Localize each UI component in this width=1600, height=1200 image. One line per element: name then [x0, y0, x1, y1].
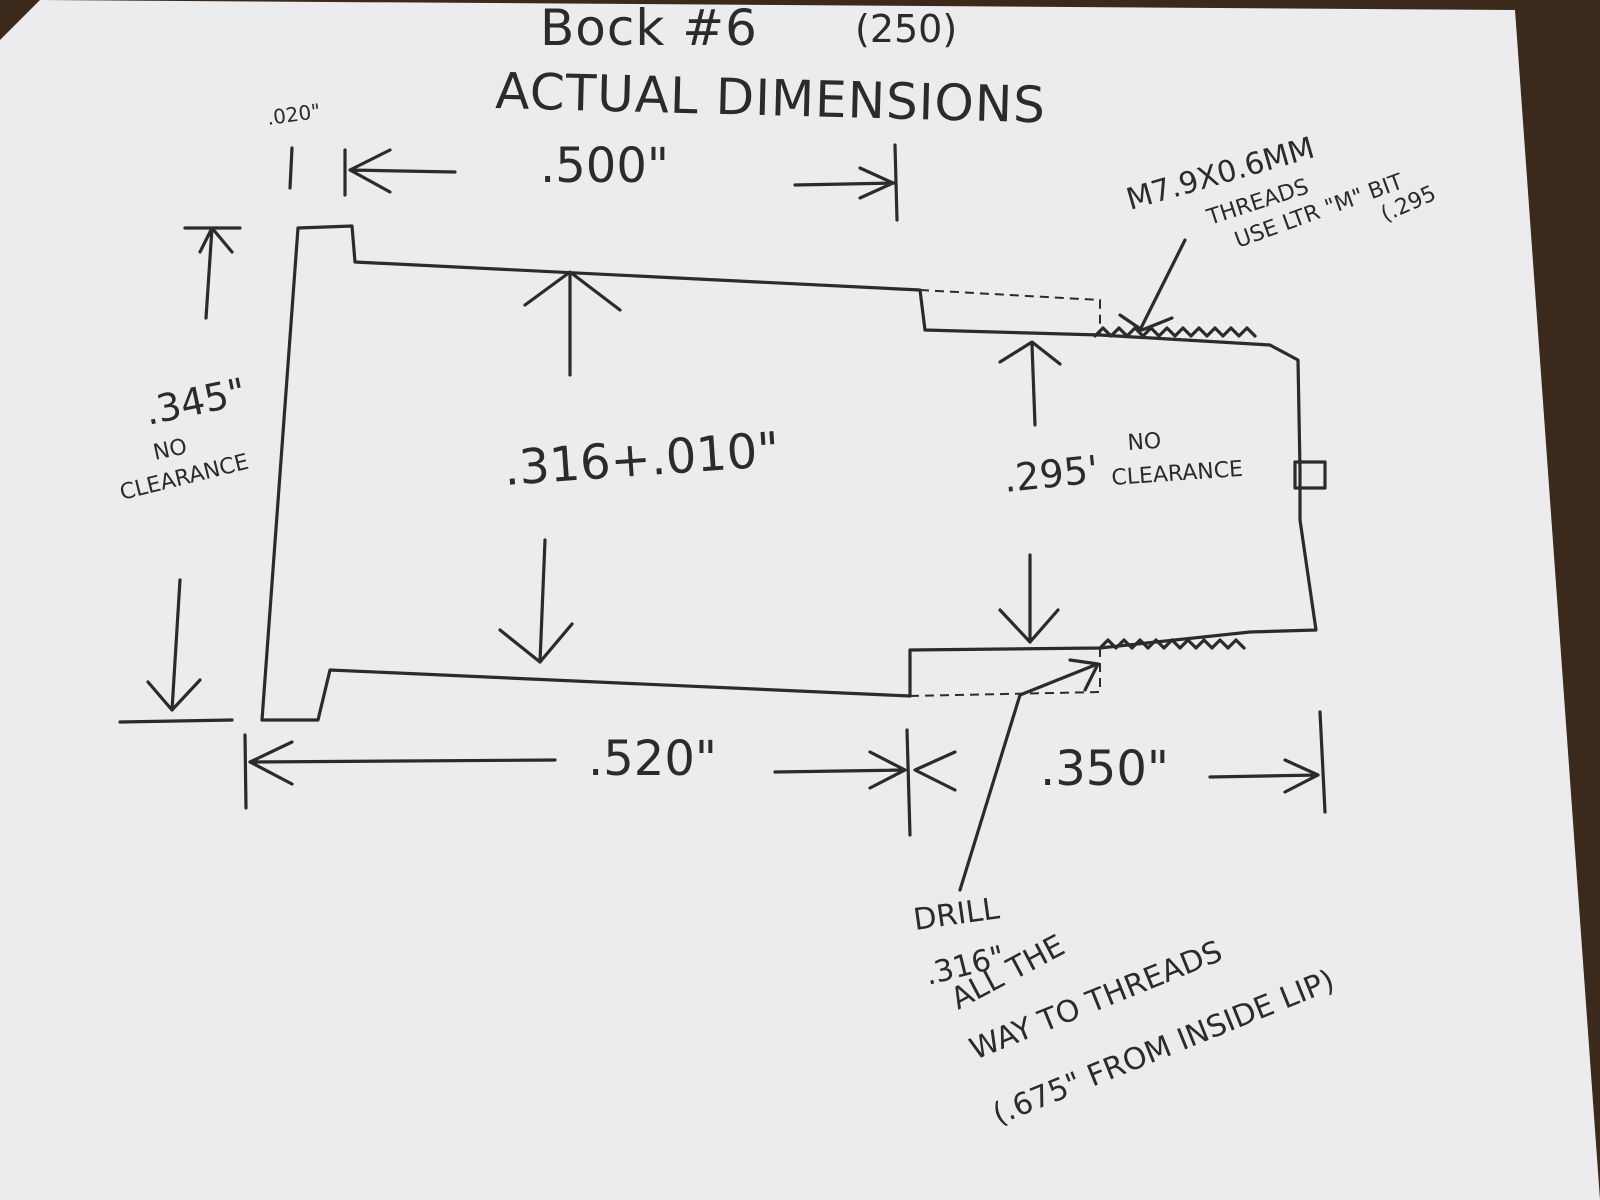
dim-295-bottom-arrow — [998, 553, 1060, 644]
thread-bottom — [1098, 638, 1246, 650]
thread-leader — [1118, 238, 1187, 332]
dim-345-top-arrow — [183, 226, 242, 320]
right-tab — [1293, 460, 1327, 490]
drawing-title-paren: (250) — [855, 7, 957, 51]
dim-345-bottom-arrow — [118, 578, 234, 724]
dim-520-left-tick — [243, 733, 248, 810]
dim-350-right-arrow — [1208, 758, 1320, 794]
thread-top — [1093, 326, 1257, 338]
dim-520-label: .520" — [588, 731, 717, 787]
drawing-subtitle: ACTUAL DIMENSIONS — [495, 62, 1047, 134]
dim-295-note-1: NO — [1127, 429, 1162, 456]
drill-leader — [958, 658, 1100, 892]
dim-316-top-arrow — [523, 270, 622, 377]
dim-500-left-arrow — [348, 148, 457, 194]
dim-500-label: .500" — [540, 138, 669, 194]
dim-500-right-tick — [893, 143, 899, 222]
dim-500-right-arrow — [793, 166, 897, 200]
dim-316-bottom-arrow — [498, 538, 574, 664]
drill-dash-bottom — [909, 648, 1101, 697]
dim-295-top-arrow — [998, 340, 1062, 427]
dim-520-right-arrow — [773, 750, 907, 790]
dim-295-label: .295' — [1001, 447, 1100, 501]
dim-520-left-arrow — [248, 740, 557, 786]
dim-350-right-tick — [1318, 710, 1327, 814]
dim-350-left-arrow — [913, 750, 957, 792]
dim-tick-020 — [288, 146, 294, 190]
dim-520-right-tick — [905, 728, 912, 837]
drill-dash-top — [919, 289, 1101, 335]
dim-350-label: .350" — [1040, 741, 1169, 797]
drawing-title: Bock #6 — [540, 0, 758, 57]
